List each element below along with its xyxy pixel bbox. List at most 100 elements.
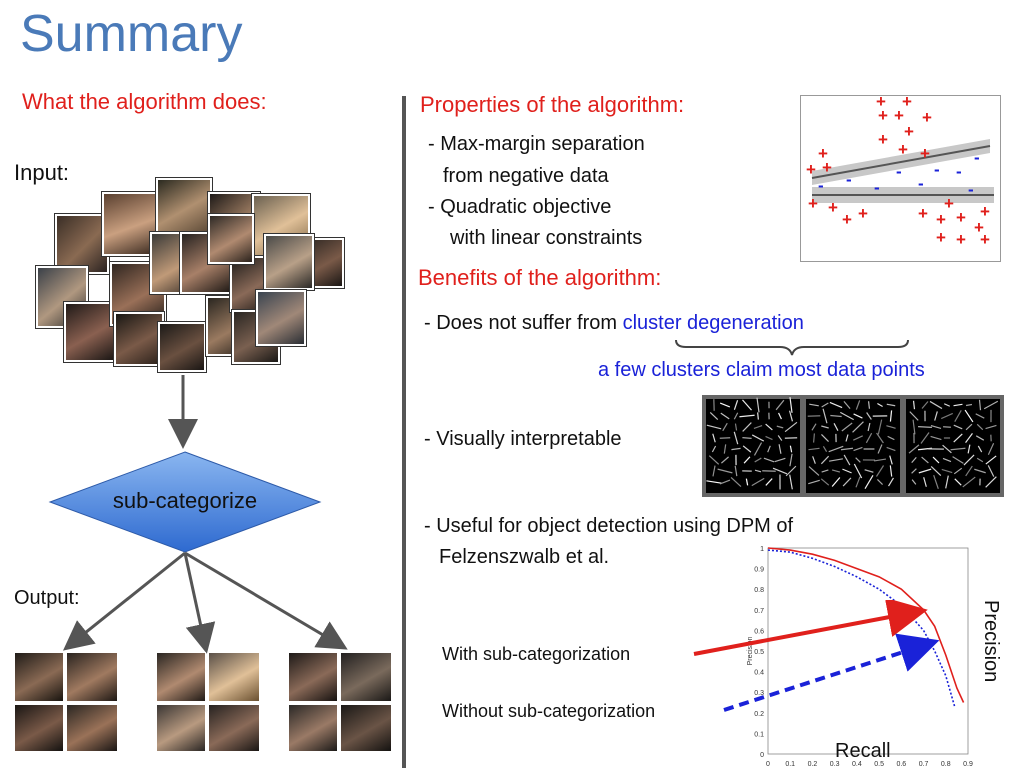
hog-cell-stroke (974, 468, 986, 474)
hog-cell-stroke (821, 434, 829, 442)
hog-cell-stroke (742, 437, 752, 439)
hog-cell-stroke (987, 443, 995, 455)
hog-cell-stroke (942, 444, 952, 454)
positive-sample-marker: + (828, 198, 838, 217)
hog-cell-stroke (912, 400, 916, 410)
hog-cell-stroke (921, 401, 929, 409)
pr-ytick-label: 0.5 (754, 649, 764, 656)
hog-cell-stroke (985, 424, 997, 430)
pr-ytick-label: 0.3 (754, 690, 764, 697)
hog-cell-stroke (967, 444, 971, 454)
hog-cell-stroke (788, 410, 794, 422)
properties-heading: Properties of the algorithm: (420, 92, 685, 117)
hog-cell-stroke (730, 477, 742, 487)
hog-cell-stroke (820, 455, 830, 465)
hog-cell-stroke (864, 474, 874, 490)
hog-cell-stroke (820, 478, 830, 486)
hog-cell-stroke (754, 457, 762, 463)
pr-xtick-label: 0.5 (874, 761, 884, 768)
benefit-note: a few clusters claim most data points (598, 359, 925, 381)
pr-ytick-label: 0.6 (754, 628, 764, 635)
hog-cell-stroke (753, 425, 763, 429)
hog-cell-stroke (765, 423, 773, 431)
pr-xtick-label: 0.6 (896, 761, 906, 768)
hog-cell-stroke (708, 455, 720, 465)
hog-cell-stroke (876, 479, 884, 485)
hog-cell-stroke (864, 469, 874, 473)
hog-cell-stroke (941, 412, 953, 420)
face-thumbnail (155, 177, 213, 243)
legend-with: With sub-categorization (442, 644, 631, 664)
hog-cell-stroke (789, 474, 793, 490)
negative-sample-marker: - (846, 170, 852, 189)
pr-ytick-label: 0.4 (754, 670, 764, 677)
negative-sample-marker: - (956, 162, 962, 181)
hog-cell-stroke (843, 454, 851, 466)
legend-arrows (693, 600, 940, 712)
hog-cell-stroke (833, 423, 839, 431)
hog-cell-stroke (828, 458, 844, 462)
property-line: - Max-margin separation (428, 133, 645, 155)
hog-template (806, 399, 900, 493)
hog-cell-stroke (886, 403, 896, 407)
hog-cell-stroke (845, 434, 849, 442)
face-thumbnail (288, 704, 338, 752)
hog-cell-stroke (812, 456, 816, 464)
hog-cell-stroke (742, 445, 752, 453)
hog-cell-stroke (930, 424, 942, 430)
hog-cell-stroke (887, 435, 895, 441)
positive-sample-marker: + (818, 144, 828, 163)
legend-without: Without sub-categorization (442, 701, 656, 721)
column-divider (402, 96, 406, 768)
hog-cell-stroke (923, 477, 927, 487)
benefits-heading: Benefits of the algorithm: (418, 265, 662, 290)
pr-ytick-label: 1 (760, 546, 764, 553)
left-heading: What the algorithm does: (22, 89, 267, 114)
face-thumbnail (156, 704, 206, 752)
hog-cell-stroke (911, 468, 917, 474)
hog-cell-stroke (765, 478, 773, 486)
hog-cell-stroke (975, 435, 985, 441)
hog-cell-stroke (774, 457, 786, 463)
hog-cell-stroke (977, 445, 983, 453)
hog-cell-stroke (930, 466, 942, 476)
positive-sample-marker: + (902, 95, 912, 111)
hog-cell-stroke (855, 400, 861, 410)
positive-sample-marker: + (808, 194, 818, 213)
pr-ytick-label: 0.7 (754, 608, 764, 615)
pr-ylabel: Precision (980, 600, 1002, 683)
hog-cell-stroke (985, 455, 997, 465)
positive-sample-marker: + (876, 95, 886, 111)
hog-cell-stroke (932, 456, 940, 464)
pr-xtick-label: 0.7 (919, 761, 929, 768)
hog-cell-stroke (813, 433, 815, 443)
pr-ytick-label: 0.8 (754, 587, 764, 594)
pr-ytick-label: 0 (760, 752, 764, 759)
hog-cell-stroke (775, 399, 785, 411)
positive-sample-marker: + (898, 140, 908, 159)
hog-cell-stroke (742, 399, 752, 411)
hog-cell-stroke (763, 457, 775, 463)
hog-cell-stroke (867, 422, 871, 432)
hog-cell-stroke (953, 433, 963, 443)
hog-cell-stroke (723, 444, 727, 454)
positive-sample-marker: + (980, 202, 990, 221)
face-thumbnail (157, 321, 207, 373)
hog-cell-stroke (921, 456, 929, 464)
hog-cell-stroke (918, 426, 932, 428)
pr-inner-ylabel: Precision (747, 637, 754, 666)
hog-cell-stroke (719, 402, 731, 408)
hog-cell-stroke (954, 478, 962, 486)
positive-sample-marker: + (904, 122, 914, 141)
hog-cell-stroke (889, 455, 893, 465)
pr-xtick-label: 0.1 (785, 761, 795, 768)
hog-cell-stroke (831, 477, 841, 487)
hog-cell-stroke (808, 447, 820, 451)
hog-cell-stroke (842, 468, 852, 474)
pr-xtick-label: 0.9 (963, 761, 973, 768)
hog-cell-stroke (706, 480, 722, 484)
face-thumbnail (35, 265, 89, 329)
output-cluster-3 (288, 652, 392, 752)
face-thumbnail (207, 213, 255, 265)
positive-sample-marker: + (878, 106, 888, 125)
